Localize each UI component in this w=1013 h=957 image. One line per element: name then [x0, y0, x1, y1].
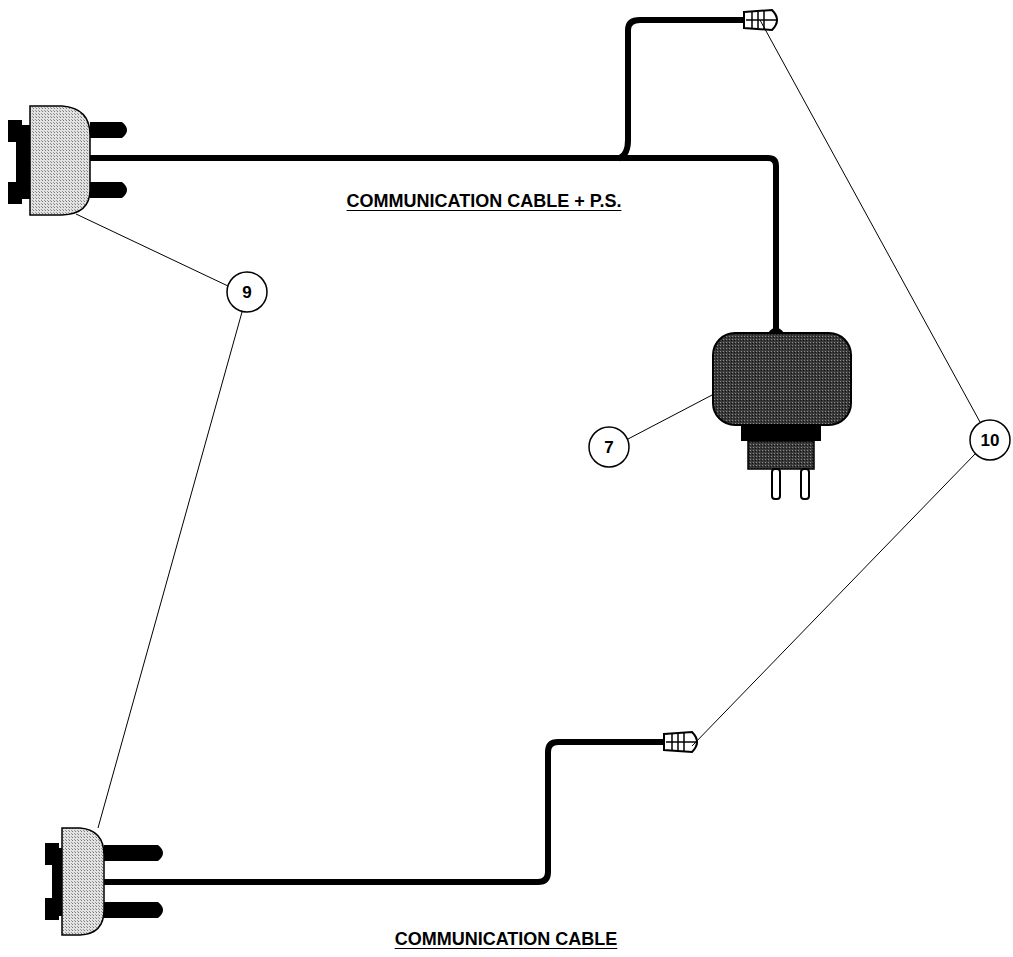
rj-plug: [664, 732, 697, 752]
callout-number: 7: [604, 439, 613, 456]
db9-connector: [8, 106, 127, 215]
cable-caption: COMMUNICATION CABLE: [395, 930, 618, 948]
callout-number: 9: [242, 284, 251, 301]
callout-number: 10: [981, 432, 1000, 449]
callout-circle: [227, 272, 1010, 467]
leader-line: [76, 20, 980, 828]
cable-wire: [100, 742, 666, 882]
cable-caption: COMMUNICATION CABLE + P.S.: [347, 192, 622, 210]
power-supply: [713, 328, 851, 500]
cable-wire: [88, 20, 776, 333]
db9-connector: [45, 828, 163, 935]
